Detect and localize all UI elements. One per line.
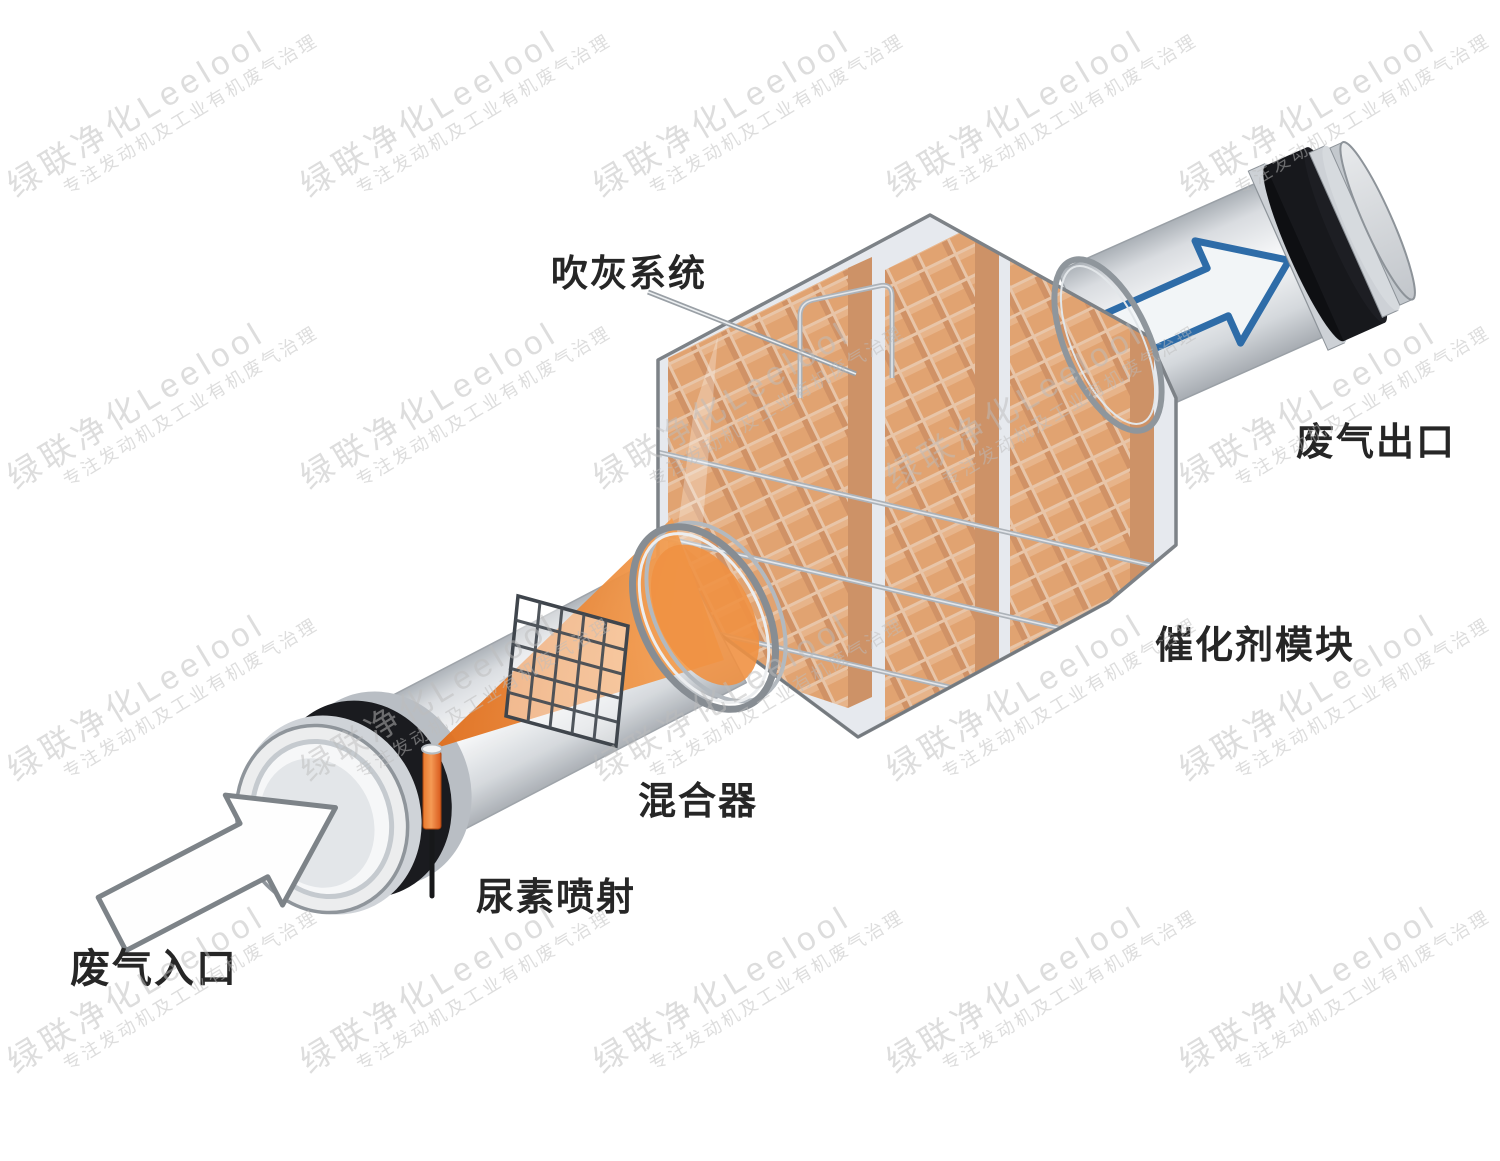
inlet-arrow-icon — [95, 792, 339, 954]
label-catalyst-module: 催化剂模块 — [1155, 625, 1356, 667]
soot-blower-loop — [797, 283, 895, 398]
inlet-opening-ring — [628, 520, 788, 713]
label-exhaust-gas-inlet: 废气入口 — [70, 947, 238, 991]
soot-blowing-leader-line — [647, 289, 857, 377]
label-mixer: 混合器 — [638, 781, 759, 823]
urea-spray-cone — [433, 518, 724, 749]
label-urea-injection: 尿素喷射 — [476, 877, 637, 919]
outlet-joint-ring — [1051, 256, 1165, 434]
mixer-lattice — [504, 593, 630, 749]
catalyst-slab — [885, 215, 999, 737]
spray-through-opening — [650, 544, 760, 686]
label-soot-blowing-system: 吹灰系统 — [551, 253, 707, 294]
urea-injector — [421, 743, 443, 899]
label-exhaust-gas-outlet: 废气出口 — [1296, 422, 1457, 464]
outlet-flange — [1247, 141, 1416, 351]
